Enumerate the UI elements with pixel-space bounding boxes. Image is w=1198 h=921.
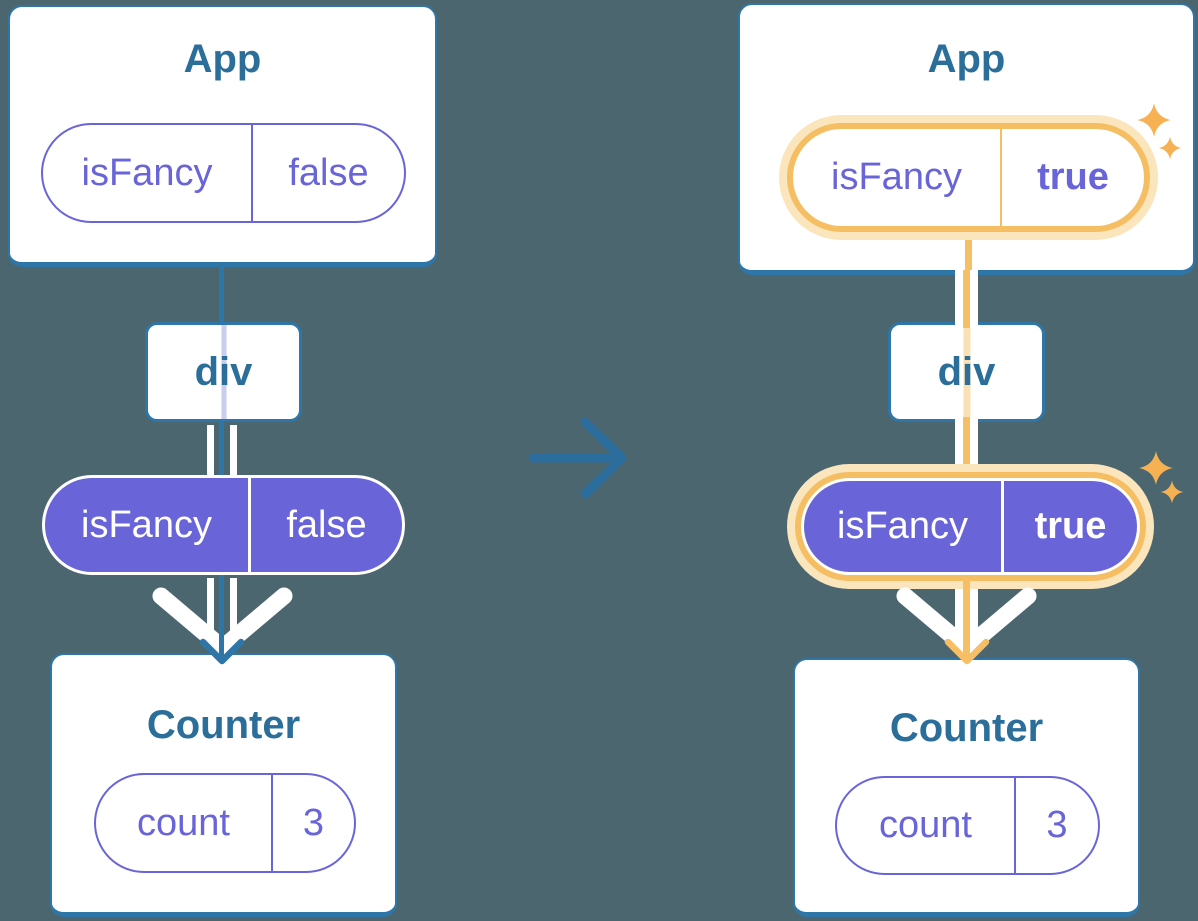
diagram-after: App isFancy true div isF xyxy=(738,0,1198,921)
prop-value: false xyxy=(251,125,404,221)
state-value: 3 xyxy=(271,775,354,871)
app-to-div-line xyxy=(219,265,224,325)
app-to-div-line-right xyxy=(970,270,978,328)
counter-card: Counter count 3 xyxy=(793,658,1140,917)
div-box: div xyxy=(888,322,1045,422)
state-label: count xyxy=(879,804,972,846)
state-label: count xyxy=(137,801,230,844)
passed-prop-pill: isFancy false xyxy=(42,475,405,575)
state-value: 3 xyxy=(1014,778,1098,873)
app-prop-pill: isFancy false xyxy=(41,123,406,223)
div-to-prop-line-left xyxy=(207,425,214,475)
counter-card: Counter count 3 xyxy=(50,653,397,917)
div-to-prop-line-right xyxy=(230,425,237,475)
div-passthrough-line xyxy=(221,325,226,419)
prop-value: true xyxy=(1000,129,1144,226)
prop-to-counter-line-right xyxy=(230,578,237,632)
prop-to-counter-line-left xyxy=(955,589,963,635)
prop-to-counter-shaft xyxy=(219,575,224,660)
app-card: App isFancy true xyxy=(738,3,1195,275)
prop-to-card-edge-line xyxy=(965,220,972,274)
prop-label: isFancy xyxy=(81,151,213,194)
prop-label: isFancy xyxy=(831,156,962,198)
down-arrowhead-icon xyxy=(944,638,990,665)
sparkle-icon-small xyxy=(1158,136,1182,160)
counter-title: Counter xyxy=(889,706,1044,750)
prop-value: true xyxy=(1001,481,1137,572)
prop-label: isFancy xyxy=(837,505,968,547)
div-to-prop-line xyxy=(963,417,970,478)
prop-to-counter-line-right xyxy=(970,589,978,635)
app-card: App isFancy false xyxy=(8,5,437,267)
arrow-right-icon xyxy=(528,417,627,499)
div-passthrough-line xyxy=(963,325,970,419)
counter-title: Counter xyxy=(146,703,301,747)
sparkle-icon-small xyxy=(1160,480,1184,504)
sparkle-icon xyxy=(1137,103,1171,137)
div-label: div xyxy=(937,349,996,394)
div-to-prop-line xyxy=(219,420,224,478)
passed-prop-pill-highlighted: isFancy true xyxy=(801,478,1140,575)
diagram-before: App isFancy false div isFancy false xyxy=(0,0,460,921)
div-to-prop-line-right xyxy=(970,417,978,467)
prop-label: isFancy xyxy=(81,503,212,546)
counter-state-pill: count 3 xyxy=(94,773,356,873)
counter-state-pill: count 3 xyxy=(835,776,1100,875)
app-to-div-line-left xyxy=(955,270,963,328)
prop-to-counter-shaft xyxy=(963,578,970,660)
div-label: div xyxy=(194,349,253,394)
div-box: div xyxy=(145,322,302,422)
down-arrowhead-icon xyxy=(199,638,245,665)
app-to-div-line xyxy=(963,270,970,328)
app-title: App xyxy=(927,37,1006,81)
sparkle-icon xyxy=(1139,451,1173,485)
div-to-prop-line-left xyxy=(955,417,963,467)
prop-value: false xyxy=(248,478,402,572)
prop-to-counter-line-left xyxy=(207,578,214,632)
app-title: App xyxy=(183,37,262,81)
app-prop-pill-highlighted: isFancy true xyxy=(793,129,1144,226)
